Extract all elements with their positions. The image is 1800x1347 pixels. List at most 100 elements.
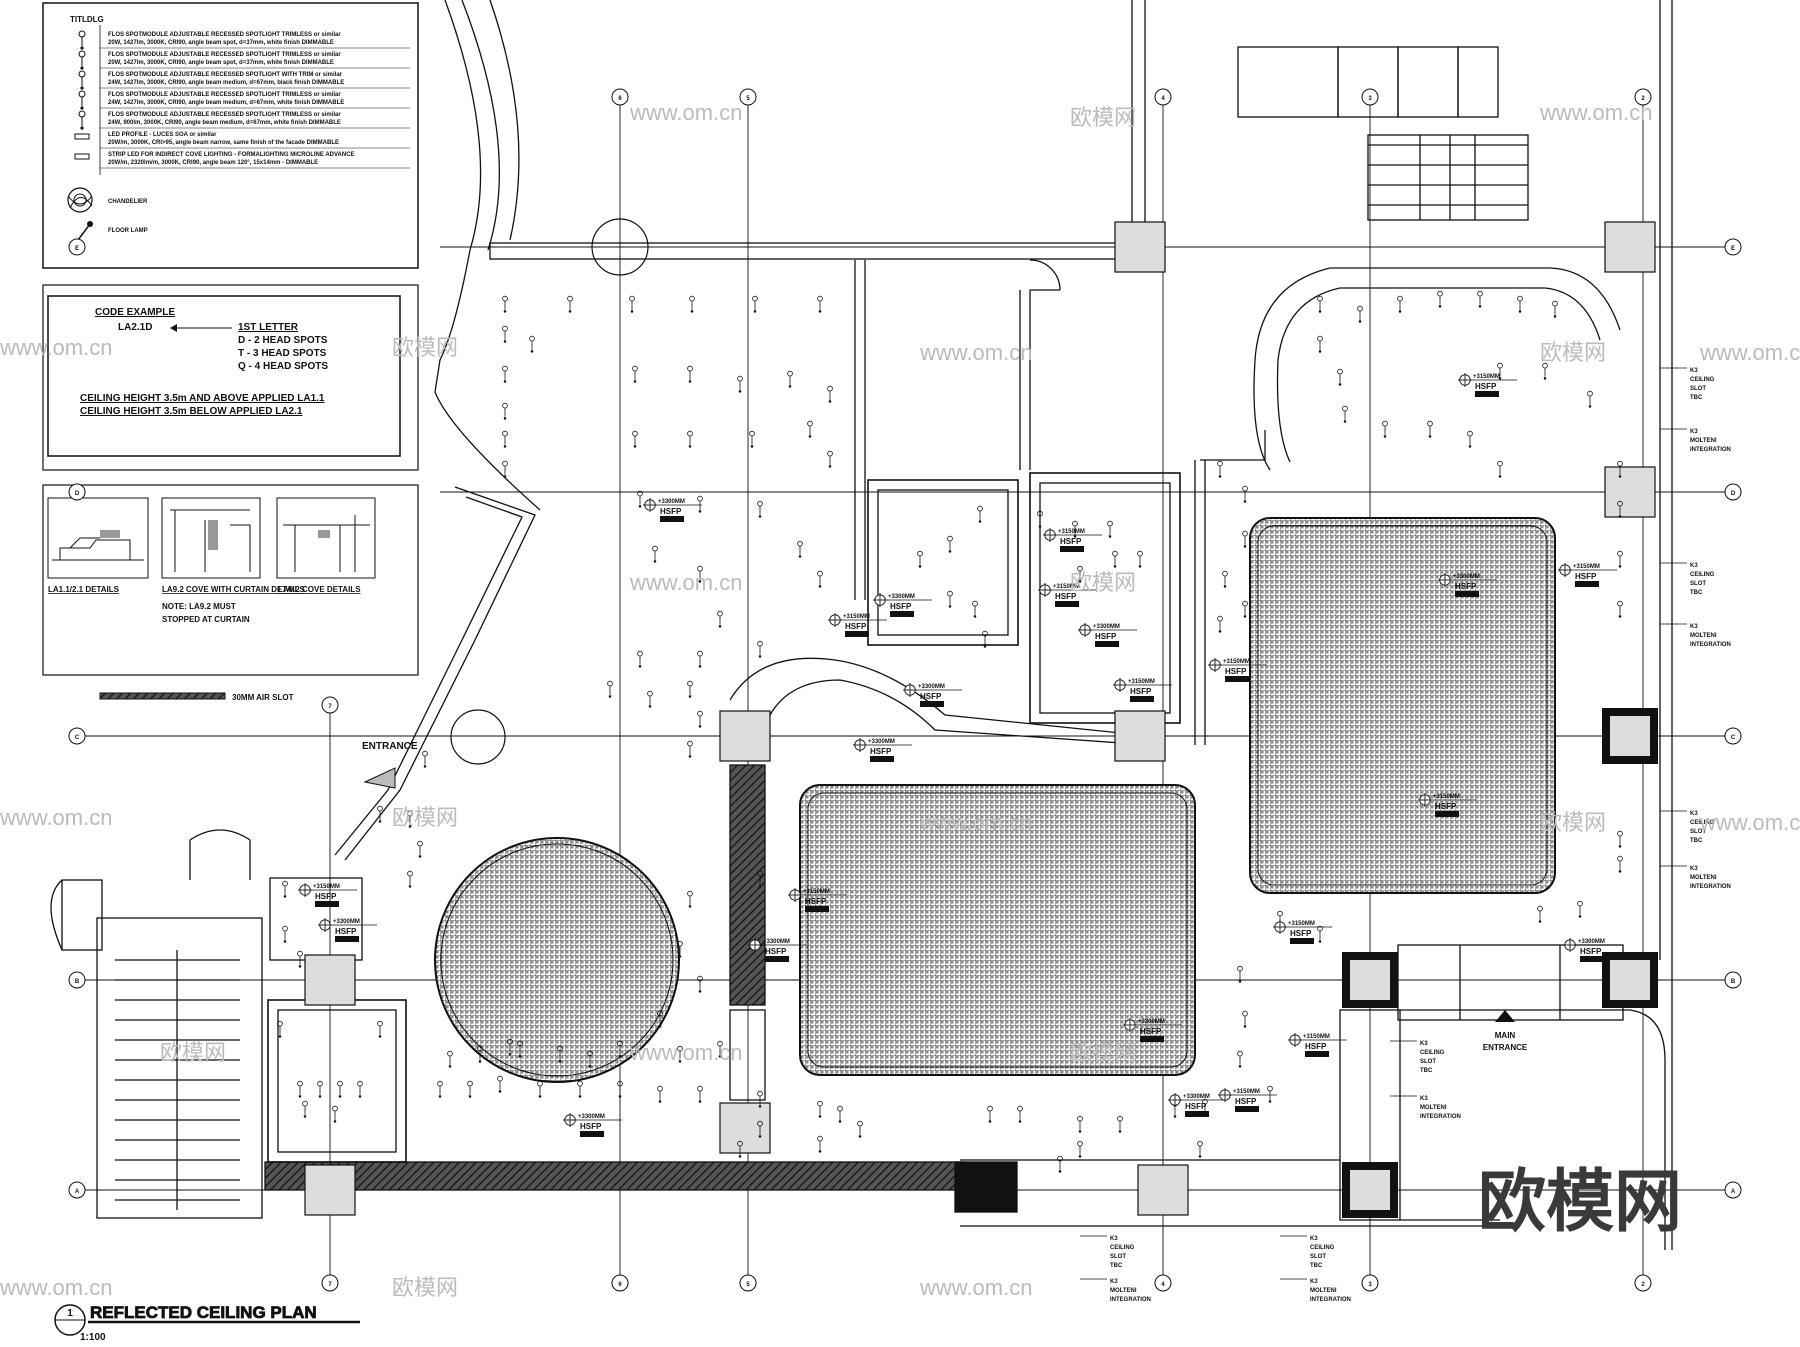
grid-bubble-label: 5 — [746, 1282, 750, 1288]
spotlight — [817, 570, 823, 589]
watermarks: www.om.cnwww.om.cnwww.om.cnwww.om.cnwww.… — [0, 100, 1800, 1300]
ceiling-tag-code: HSFP — [1140, 1027, 1162, 1036]
spotlight — [437, 1080, 443, 1099]
ceiling-tag-code: HSFP — [1455, 582, 1477, 591]
watermark-url: www.om.cn — [629, 1040, 742, 1065]
column — [1137, 1164, 1189, 1216]
note-line: INTEGRATION — [1690, 884, 1731, 890]
spotlight — [1477, 290, 1483, 309]
ceiling-tag-height: +3300MM — [578, 1114, 605, 1120]
grid-bubble: 3 — [1361, 88, 1379, 106]
note-line: TBC — [1690, 395, 1703, 401]
legend-row: FLOS SPOTMODULE ADJUSTABLE RECESSED SPOT… — [78, 30, 410, 50]
spotlight — [737, 375, 743, 394]
grid-bubble: E — [68, 238, 86, 256]
grid-bubble: B — [68, 971, 86, 989]
ceiling-tag-code: HSFP — [1185, 1102, 1207, 1111]
code-example-option-q: Q - 4 HEAD SPOTS — [238, 361, 328, 372]
watermark-logo: 欧模网 — [1478, 1163, 1682, 1242]
note-line: CEILING — [1690, 572, 1715, 578]
column — [1602, 708, 1658, 764]
spotlight — [817, 1135, 823, 1154]
chandelier-icon — [67, 187, 93, 213]
spotlight — [1117, 1115, 1123, 1134]
ceiling-tag-height: +3150MM — [1128, 679, 1155, 685]
note-line: K3 — [1690, 429, 1698, 435]
note-line: CEILING — [1110, 1245, 1135, 1251]
spotlight — [297, 1080, 303, 1099]
spotlight — [987, 1105, 993, 1124]
spotlight — [317, 1080, 323, 1099]
watermark-url: www.om.cn — [1539, 100, 1652, 125]
legend-row: STRIP LED FOR INDIRECT COVE LIGHTING - F… — [74, 152, 410, 169]
ceiling-tag-height: +3150MM — [1288, 921, 1315, 927]
spotlight — [749, 430, 755, 449]
spotlight — [1342, 405, 1348, 424]
ceiling-tag-code: HSFP — [1235, 1097, 1257, 1106]
grid-bubble: 3 — [1361, 1274, 1379, 1292]
note-line: MOLTENI — [1690, 438, 1717, 444]
note-line: K3 — [1310, 1236, 1318, 1242]
spotlight — [1577, 900, 1583, 919]
spotlight — [637, 490, 643, 509]
grid-bubble: 2 — [1634, 1274, 1652, 1292]
spotlight — [502, 402, 508, 421]
ceiling-tag-code: HSFP — [580, 1122, 602, 1131]
ceiling-tag-code: HSFP — [1225, 667, 1247, 676]
title-text: REFLECTED CEILING PLAN — [90, 1303, 317, 1322]
grid-bubble-label: C — [75, 735, 80, 741]
spotlight — [689, 295, 695, 314]
note-line: CEILING — [1420, 1050, 1445, 1056]
spotlight — [447, 1050, 453, 1069]
spotlight — [827, 450, 833, 469]
column — [1114, 221, 1166, 273]
ceiling-tag-code: HSFP — [660, 507, 682, 516]
code-example-first-letter: 1ST LETTER — [238, 322, 299, 333]
note-line: INTEGRATION — [1110, 1297, 1151, 1303]
ceiling-tag-code: HSFP — [335, 927, 357, 936]
spotlight — [502, 430, 508, 449]
column — [1342, 1162, 1398, 1218]
legend-row: LED PROFILE - LUCES SOA or similar20W/m,… — [74, 132, 410, 149]
grid-bubble: C — [1724, 727, 1742, 745]
ceiling-tag-height: +3300MM — [763, 939, 790, 945]
ceiling-tag-code: HSFP — [1290, 929, 1312, 938]
grid-bubble: 4 — [1154, 1274, 1172, 1292]
grid-bubble-label: 5 — [746, 96, 750, 102]
legend-title: TITLDLG — [70, 15, 104, 24]
spotlight — [1497, 460, 1503, 479]
spotlight — [697, 975, 703, 994]
note-line: K3 — [1310, 1279, 1318, 1285]
note-line: MOLTENI — [1420, 1105, 1447, 1111]
column — [719, 1102, 771, 1154]
note-line: TBC — [1110, 1263, 1123, 1269]
ceiling-tag-height: +3300MM — [658, 499, 685, 505]
spotlight — [837, 1105, 843, 1124]
note-line: SLOT — [1690, 386, 1706, 392]
spotlight — [697, 650, 703, 669]
watermark-url: www.om.cn — [919, 1275, 1032, 1300]
note-line: K3 — [1690, 811, 1698, 817]
ceiling-tag-height: +3300MM — [868, 739, 895, 745]
spotlight — [1617, 550, 1623, 569]
legend-row-name: FLOS SPOTMODULE ADJUSTABLE RECESSED SPOT… — [108, 92, 341, 98]
watermark-url: www.om.cn — [0, 335, 112, 360]
spotlight — [632, 430, 638, 449]
ceiling-tag-code: HSFP — [1475, 382, 1497, 391]
column — [304, 954, 356, 1006]
legend-row-spec: 20W/m, 2320lm/m, 3000K, CRI90, angle bea… — [108, 160, 318, 166]
column — [1602, 952, 1658, 1008]
spotlight — [687, 365, 693, 384]
spotlight — [422, 750, 428, 769]
spotlight — [502, 365, 508, 384]
ceiling-tag-height: +3150MM — [1573, 564, 1600, 570]
main-entrance-label-1: MAIN — [1495, 1031, 1516, 1040]
note-line: SLOT — [1690, 829, 1706, 835]
note-line: MOLTENI — [1110, 1288, 1137, 1294]
